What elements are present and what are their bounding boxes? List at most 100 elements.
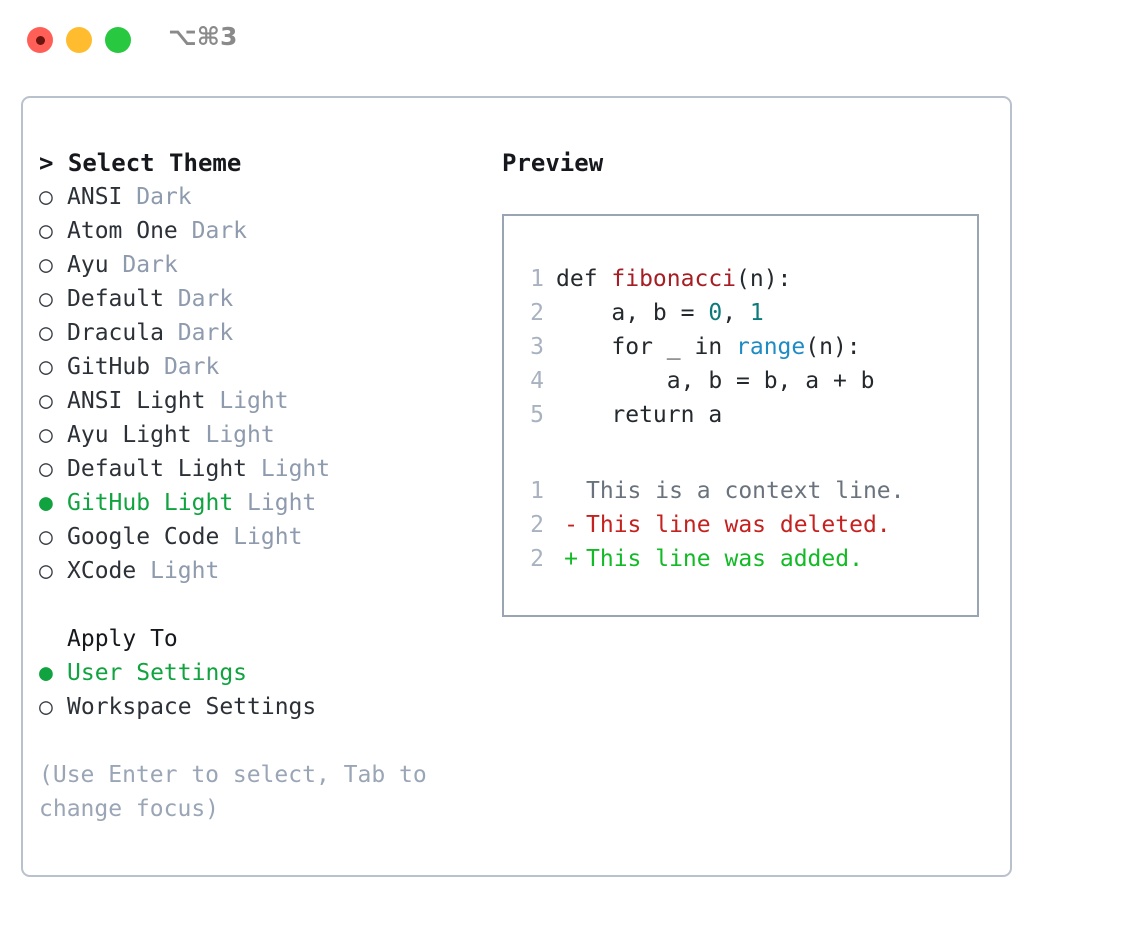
diff-line-context: 1 This is a context line. bbox=[514, 474, 905, 508]
theme-option-default[interactable]: ○Default Dark bbox=[39, 282, 479, 316]
radio-selected-icon: ● bbox=[39, 490, 53, 516]
theme-option-label: Default bbox=[67, 286, 164, 312]
spacer bbox=[192, 418, 206, 452]
theme-option-label: Google Code bbox=[67, 524, 220, 550]
apply-to-option-workspace-settings[interactable]: ○ Workspace Settings bbox=[39, 690, 479, 724]
spacer bbox=[109, 248, 123, 282]
theme-option-tag: Light bbox=[205, 422, 275, 448]
theme-list[interactable]: ○ANSI Dark○Atom One Dark○Ayu Dark○Defaul… bbox=[39, 180, 479, 588]
code-token: a, b = bbox=[556, 300, 709, 326]
line-number: 1 bbox=[530, 266, 544, 292]
diff-sample: 1 This is a context line.2-This line was… bbox=[514, 474, 905, 576]
spacer bbox=[150, 350, 164, 384]
diff-line-text: This is a context line. bbox=[586, 478, 905, 504]
apply-to-heading: Apply To bbox=[67, 626, 178, 652]
theme-option-label: Dracula bbox=[67, 320, 164, 346]
line-number: 5 bbox=[530, 402, 544, 428]
diff-line-text: This line was deleted. bbox=[586, 512, 891, 538]
apply-to-option-user-settings[interactable]: ●User Settings bbox=[39, 656, 479, 690]
theme-option-google-code[interactable]: ○Google Code Light bbox=[39, 520, 479, 554]
diff-line-del: 2-This line was deleted. bbox=[514, 508, 905, 542]
theme-option-atom-one[interactable]: ○ Atom One Dark bbox=[39, 214, 479, 248]
code-line: 4 a, b = b, a + b bbox=[514, 364, 875, 398]
apply-to-list[interactable]: ●User Settings ○ Workspace Settings bbox=[39, 656, 479, 724]
theme-option-github[interactable]: ○ GitHub Dark bbox=[39, 350, 479, 384]
theme-option-xcode[interactable]: ○XCode Light bbox=[39, 554, 479, 588]
theme-option-label: GitHub Light bbox=[67, 490, 234, 516]
code-token: for _ in bbox=[556, 334, 737, 360]
radio-unselected-icon: ○ bbox=[39, 558, 53, 584]
theme-option-dracula[interactable]: ○Dracula Dark bbox=[39, 316, 479, 350]
apply-to-option-label: Workspace Settings bbox=[67, 694, 317, 720]
radio-unselected-icon: ○ bbox=[39, 184, 53, 210]
apply-to-option-label: User Settings bbox=[67, 660, 248, 686]
radio-unselected-icon: ○ bbox=[39, 218, 53, 244]
theme-picker-column: > Select Theme ○ANSI Dark○Atom One Dark○… bbox=[39, 146, 479, 826]
theme-option-label: ANSI bbox=[67, 184, 123, 210]
preview-heading: Preview bbox=[502, 149, 604, 177]
code-token: def bbox=[556, 266, 612, 292]
line-number: 2 bbox=[530, 300, 544, 326]
minimize-button[interactable] bbox=[66, 27, 92, 53]
main-panel: > Select Theme ○ANSI Dark○Atom One Dark○… bbox=[21, 96, 1012, 877]
theme-option-ayu[interactable]: ○Ayu Dark bbox=[39, 248, 479, 282]
code-token: a, b = b, a + b bbox=[556, 368, 875, 394]
code-line-text: return a bbox=[556, 398, 722, 432]
code-token: range bbox=[736, 334, 806, 360]
code-token: fibonacci bbox=[611, 266, 737, 292]
spacer bbox=[164, 316, 178, 350]
spacer bbox=[219, 520, 233, 554]
radio-unselected-icon: ○ bbox=[39, 694, 53, 720]
theme-option-ansi[interactable]: ○ ANSI Dark bbox=[39, 180, 479, 214]
code-token: , bbox=[722, 300, 750, 326]
close-button[interactable] bbox=[27, 27, 53, 53]
diff-marker-icon: - bbox=[564, 512, 578, 538]
line-number: 3 bbox=[530, 334, 544, 360]
radio-unselected-icon: ○ bbox=[39, 388, 53, 414]
theme-option-tag: Dark bbox=[163, 354, 220, 380]
select-theme-heading: > Select Theme bbox=[39, 149, 242, 177]
theme-option-github-light[interactable]: ●GitHub Light Light bbox=[39, 486, 479, 520]
code-token: return a bbox=[556, 402, 723, 428]
spacer bbox=[122, 180, 136, 214]
spacer bbox=[164, 282, 178, 316]
theme-option-ayu-light[interactable]: ○ Ayu Light Light bbox=[39, 418, 479, 452]
code-line: 2 a, b = 0, 1 bbox=[514, 296, 875, 330]
theme-option-label: Atom One bbox=[67, 218, 178, 244]
spacer bbox=[178, 214, 192, 248]
theme-option-default-light[interactable]: ○ Default Light Light bbox=[39, 452, 479, 486]
code-line: 3 for _ in range(n): bbox=[514, 330, 875, 364]
code-line-text: a, b = 0, 1 bbox=[556, 296, 763, 330]
radio-unselected-icon: ○ bbox=[39, 354, 53, 380]
theme-option-tag: Dark bbox=[136, 184, 192, 210]
line-number: 4 bbox=[530, 368, 544, 394]
radio-unselected-icon: ○ bbox=[39, 286, 53, 312]
radio-unselected-icon: ○ bbox=[39, 524, 53, 550]
diff-line-add: 2+This line was added. bbox=[514, 542, 905, 576]
theme-option-ansi-light[interactable]: ○ANSI Light Light bbox=[39, 384, 479, 418]
theme-option-tag: Dark bbox=[191, 218, 248, 244]
theme-option-tag: Light bbox=[260, 456, 331, 482]
radio-unselected-icon: ○ bbox=[39, 422, 53, 448]
title-bar: ⌥⌘3 bbox=[0, 0, 1140, 78]
code-token: (n): bbox=[805, 334, 861, 360]
theme-option-label: Ayu Light bbox=[67, 422, 192, 448]
theme-option-tag: Light bbox=[219, 388, 289, 414]
code-line-text: a, b = b, a + b bbox=[556, 364, 875, 398]
code-line: 5 return a bbox=[514, 398, 875, 432]
spacer bbox=[205, 384, 219, 418]
keyboard-shortcut-label: ⌥⌘3 bbox=[168, 22, 238, 51]
spacer bbox=[233, 486, 247, 520]
code-token: 0 bbox=[708, 300, 723, 326]
radio-unselected-icon: ○ bbox=[39, 456, 53, 482]
diff-marker-icon bbox=[556, 474, 586, 508]
theme-option-label: Default Light bbox=[67, 456, 248, 482]
radio-unselected-icon: ○ bbox=[39, 252, 53, 278]
maximize-button[interactable] bbox=[105, 27, 131, 53]
keyboard-hint: (Use Enter to select, Tab to change focu… bbox=[39, 762, 427, 822]
theme-option-label: GitHub bbox=[67, 354, 151, 380]
